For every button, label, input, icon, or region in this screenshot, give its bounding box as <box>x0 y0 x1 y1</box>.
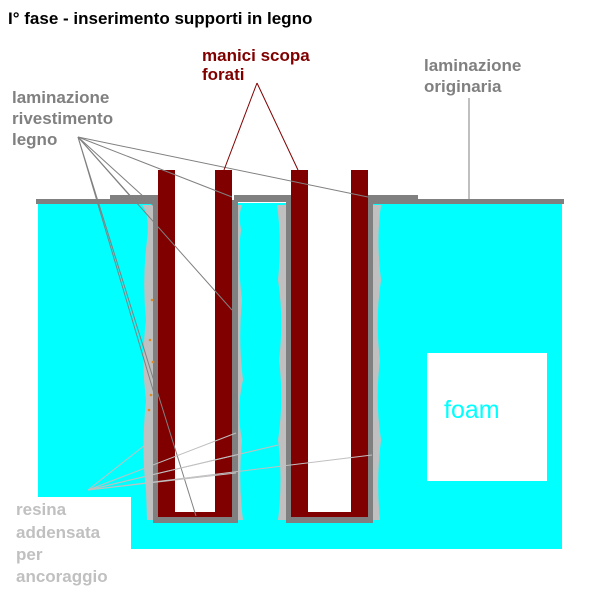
resin-anchoring-right <box>277 200 381 523</box>
laminate-left-hole-right-wall <box>232 200 238 523</box>
laminate-original-right <box>368 199 564 204</box>
label-resin-line-4: ancoraggio <box>16 567 108 586</box>
resin-speck <box>151 360 155 364</box>
leader-line <box>77 136 233 311</box>
resin-anchoring-left <box>142 200 243 523</box>
resin-speck <box>150 298 154 302</box>
leaders-resin <box>87 432 373 491</box>
handle-left-bottom <box>158 512 232 517</box>
leader-line <box>77 136 157 401</box>
leader-line <box>87 444 279 491</box>
resin-speck <box>149 393 153 397</box>
label-handles-line-2: forati <box>202 65 245 84</box>
label-laminate-original-line-1: laminazione <box>424 56 521 75</box>
handle-left-white-core <box>175 170 217 515</box>
leaders-laminate-wood <box>77 136 369 517</box>
label-laminate-original-line-2: originaria <box>424 77 502 96</box>
foam-label: foam <box>444 396 500 424</box>
handle-left-wall-left <box>158 170 175 515</box>
resin-speck <box>147 408 151 412</box>
laminate-right-hole-bottom <box>286 516 373 523</box>
laminate-original-middle <box>234 195 292 202</box>
label-laminate-wood-line-2: rivestimento <box>12 109 113 128</box>
leaders-handles <box>223 82 299 171</box>
leader-line <box>77 136 369 198</box>
label-laminate-wood-line-1: laminazione <box>12 88 109 107</box>
label-laminate-wood: laminazione rivestimento legno <box>12 88 113 149</box>
laminate-wood-left-overlap <box>110 195 158 200</box>
leader-line <box>256 82 299 171</box>
leader-line <box>87 454 373 491</box>
label-resin-line-2: addensata <box>16 523 101 542</box>
handle-right-white-core <box>308 170 352 515</box>
laminate-right-hole-left-wall <box>286 200 292 523</box>
laminate-right-hole-right-wall <box>367 200 373 523</box>
laminate-original-left <box>36 199 156 204</box>
handle-left-wall-right <box>215 170 232 515</box>
broom-handles <box>158 170 368 517</box>
leader-line <box>223 82 258 171</box>
label-handles-line-1: manici scopa <box>202 46 310 65</box>
handle-right-wall-left <box>291 170 308 515</box>
laminate-left-hole-left-wall <box>153 200 159 523</box>
handle-right-wall-right <box>351 170 368 515</box>
bottom-white-strip <box>0 550 600 600</box>
leader-line <box>87 444 146 491</box>
label-handles: manici scopa forati <box>202 46 310 84</box>
label-laminate-original: laminazione originaria <box>424 56 521 96</box>
leader-line <box>77 136 197 517</box>
foam-label-box <box>427 353 547 481</box>
label-resin-line-1: resina <box>16 500 67 519</box>
leader-line <box>87 432 237 491</box>
label-laminate-wood-line-3: legno <box>12 130 57 149</box>
label-resin-line-3: per <box>16 545 43 564</box>
label-resin: resina addensata per ancoraggio <box>16 500 108 586</box>
handle-right-bottom <box>291 512 368 517</box>
resin-speck <box>148 338 152 342</box>
laminate-left-hole-bottom <box>153 516 238 523</box>
leader-line <box>77 136 156 208</box>
leader-line <box>77 136 233 198</box>
laminate-wood-right-overlap <box>368 195 418 200</box>
diagram-title: I° fase - inserimento supporti in legno <box>8 9 312 28</box>
